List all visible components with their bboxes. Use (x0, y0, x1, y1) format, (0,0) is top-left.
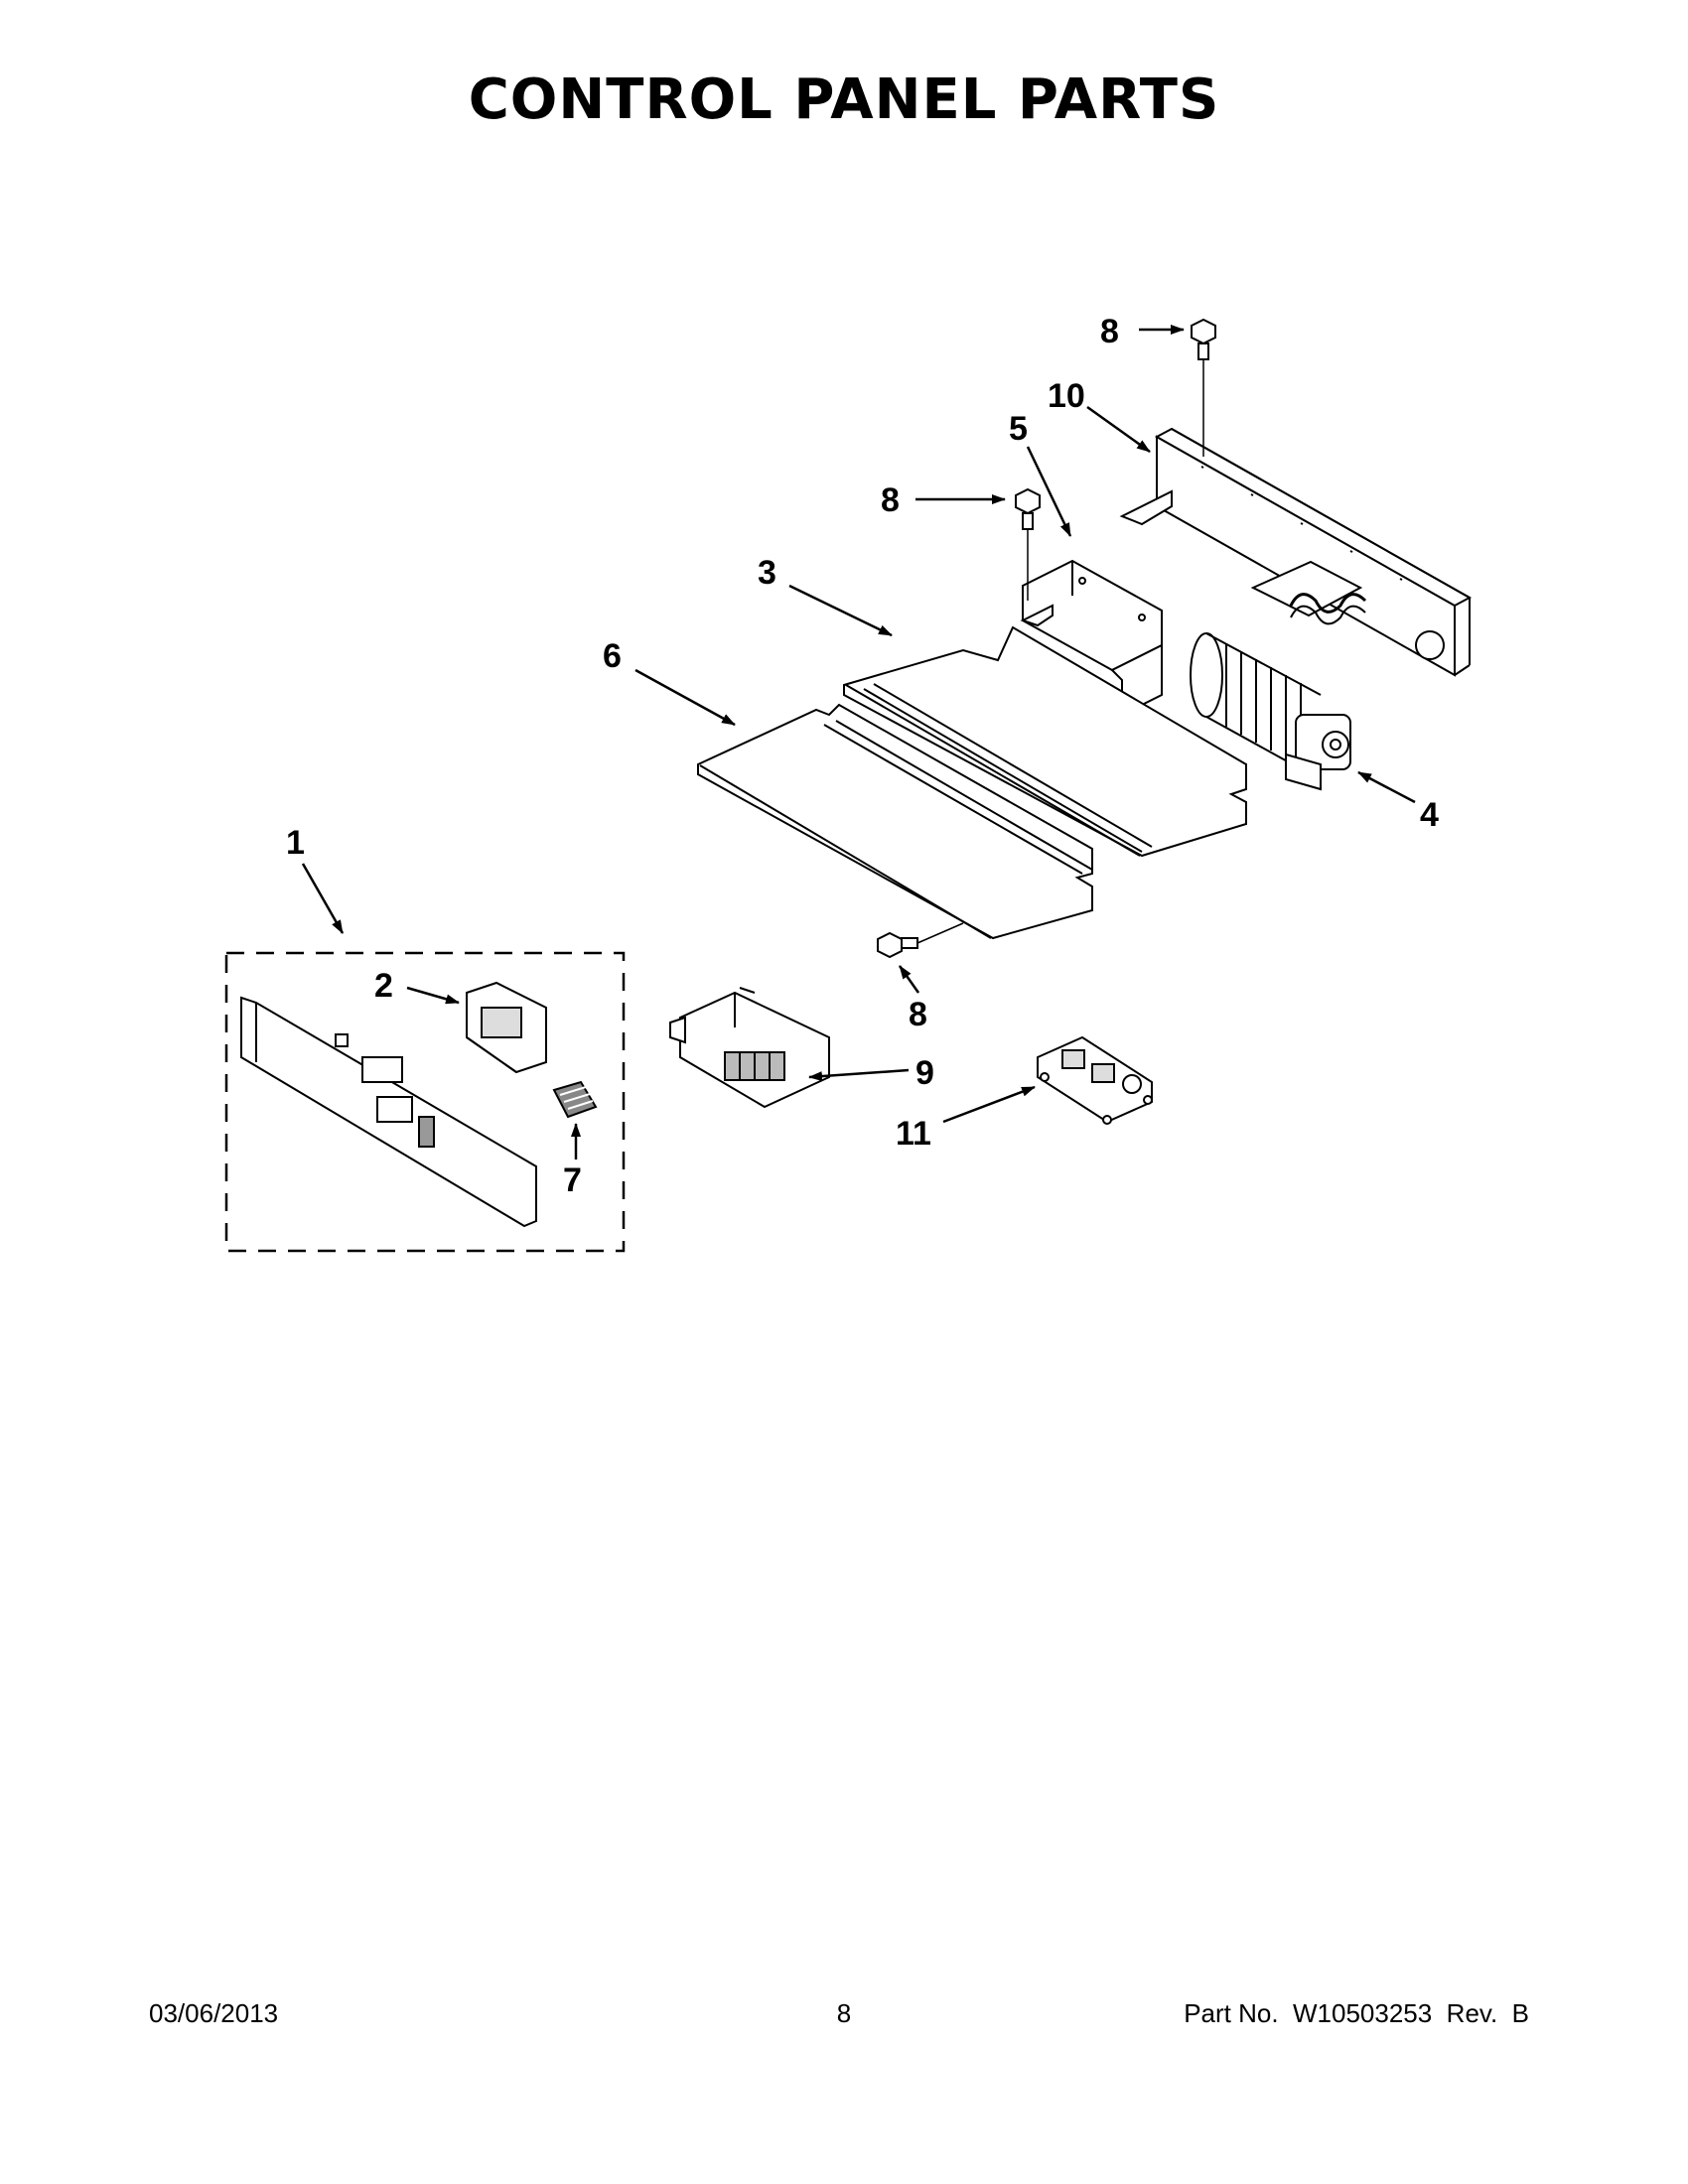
callout-10: 10 (1048, 377, 1085, 415)
callout-8-top: 8 (1100, 313, 1119, 350)
part-1-assembly-box (224, 951, 626, 1253)
part-5-bracket (1020, 559, 1163, 707)
part-2-control-board (466, 981, 547, 1074)
callout-1: 1 (286, 824, 305, 862)
part-6-panel (697, 703, 1093, 940)
part-3-panel (843, 625, 1247, 858)
footer-page-number: 8 (836, 1998, 852, 2028)
callout-9: 9 (915, 1054, 934, 1092)
callout-8-middle: 8 (881, 481, 900, 519)
part-4-blower-fan (1190, 632, 1351, 791)
part-11-power-board (1037, 1035, 1153, 1125)
callout-11: 11 (896, 1115, 931, 1153)
callout-8-lower: 8 (909, 996, 927, 1033)
footer-part-number: Part No. W10503253 Rev. B (1184, 1998, 1529, 2028)
callout-6: 6 (603, 637, 622, 675)
callout-4: 4 (1420, 796, 1439, 834)
part-9-housing (669, 987, 830, 1109)
callout-3: 3 (758, 554, 776, 592)
part-10-bracket (1119, 427, 1473, 677)
callout-arrows (301, 325, 1416, 1160)
part-8-screw-middle (1015, 487, 1041, 601)
part-8-screw-top (1191, 318, 1216, 457)
part-7-keypad (552, 1080, 598, 1119)
page-title: CONTROL PANEL PARTS (468, 68, 1220, 132)
callout-labels: 8 10 5 8 3 6 4 1 2 7 8 9 11 (286, 313, 1439, 1199)
footer-date: 03/06/2013 (149, 1998, 279, 2028)
callout-7: 7 (563, 1161, 582, 1199)
callout-2: 2 (374, 967, 393, 1005)
part-1-control-panel (240, 996, 537, 1228)
part-8-screw-lower (877, 922, 964, 959)
callout-5: 5 (1009, 410, 1028, 448)
